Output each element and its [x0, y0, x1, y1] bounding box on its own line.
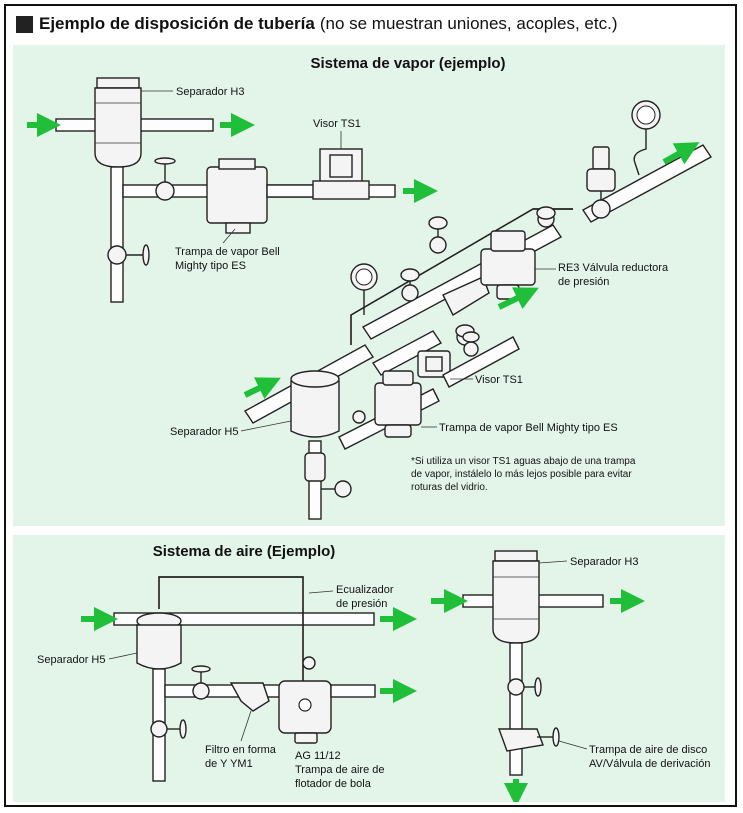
separator-h5-air [136, 624, 182, 670]
label-ag-2: Trampa de aire de [295, 764, 384, 776]
label-disco-2: AV/Válvula de derivación [589, 758, 710, 770]
steam-trap-es-top [206, 166, 268, 224]
air-system-right: Separador H3 Trampa de aire de disco AV/… [462, 550, 710, 776]
flow-arrow-steam-in [243, 377, 281, 400]
page-subtitle: (no se muestran uniones, acoples, etc.) [319, 14, 618, 33]
label-ecualizador-2: de presión [336, 598, 387, 610]
label-filtro-2: de Y YM1 [205, 758, 253, 770]
label-trampa-bell-1: Trampa de vapor Bell [175, 246, 280, 258]
page-header: Ejemplo de disposición de tubería (no se… [16, 12, 618, 36]
label-filtro-1: Filtro en forma [205, 744, 277, 756]
safety-valve [592, 146, 610, 170]
header-square-icon [16, 15, 33, 33]
re3-reducing-valve [480, 248, 536, 286]
steam-main-line-top: Separador H3 Visor TS1 Trampa de vapor B… [55, 77, 396, 303]
valve-handwheel-3-icon [400, 268, 420, 282]
label-visor-ts1-mid: Visor TS1 [475, 374, 523, 386]
steam-system-panel: Sistema de vapor (ejemplo) Separador H3 … [13, 45, 725, 526]
label-visor-ts1-top: Visor TS1 [313, 118, 361, 130]
branch-valve-icon [155, 181, 175, 201]
label-trampa-bell-es: Trampa de vapor Bell Mighty tipo ES [439, 422, 618, 434]
label-trampa-bell-2: Mighty tipo ES [175, 260, 246, 272]
air-valve-icon [192, 682, 210, 700]
label-separador-h3: Separador H3 [176, 86, 245, 98]
label-disco-1: Trampa de aire de disco [589, 744, 707, 756]
valve-handwheel-1-icon [428, 216, 448, 230]
label-ag-3: flotador de bola [295, 778, 372, 790]
air-diagram: Sistema de aire (Ejemplo) Ecualizador de… [37, 543, 710, 802]
label-separador-h3-air: Separador H3 [570, 556, 639, 568]
y-strainer-air [229, 682, 270, 712]
separator-h3-air [492, 560, 540, 644]
air-system-panel: Sistema de aire (Ejemplo) Ecualizador de… [13, 535, 725, 802]
flow-arrow-steam-out [662, 142, 700, 165]
page-title: Ejemplo de disposición de tubería [39, 14, 315, 33]
steam-title: Sistema de vapor (ejemplo) [310, 55, 505, 72]
separator-h3-cap [96, 77, 140, 89]
label-ag-1: AG 11/12 [295, 750, 341, 762]
air-right-valve-icon [507, 678, 525, 696]
separator-h3-body [94, 87, 142, 168]
steam-diagram: Sistema de vapor (ejemplo) Separador H3 … [27, 55, 713, 520]
flow-arrow-steam-mid [497, 287, 539, 310]
note-line-3: roturas del vidrio. [411, 482, 488, 493]
drain-valve-h5-icon [334, 480, 352, 498]
label-separador-h5: Separador H5 [170, 426, 239, 438]
air-title: Sistema de aire (Ejemplo) [153, 543, 336, 560]
y-strainer-steam [442, 276, 490, 316]
label-separador-h5-air: Separador H5 [37, 654, 106, 666]
label-re3-1: RE3 Válvula reductora [558, 262, 669, 274]
drain-valve-icon [107, 245, 127, 265]
air-drain-valve-icon [150, 720, 168, 738]
steam-trap-es-lower [374, 382, 422, 426]
label-re3-2: de presión [558, 276, 609, 288]
separator-h3-air-cap [494, 550, 538, 562]
note-line-1: *Si utiliza un visor TS1 aguas abajo de … [411, 456, 636, 467]
label-ecualizador-1: Ecualizador [336, 584, 394, 596]
disc-air-trap [498, 728, 544, 752]
air-system-left: Ecualizador de presión Separador H5 Filt… [37, 576, 394, 790]
valve-handwheel-2-icon [536, 206, 556, 220]
note-line-2: de vapor, instálelo lo más lejos posible… [411, 469, 632, 480]
